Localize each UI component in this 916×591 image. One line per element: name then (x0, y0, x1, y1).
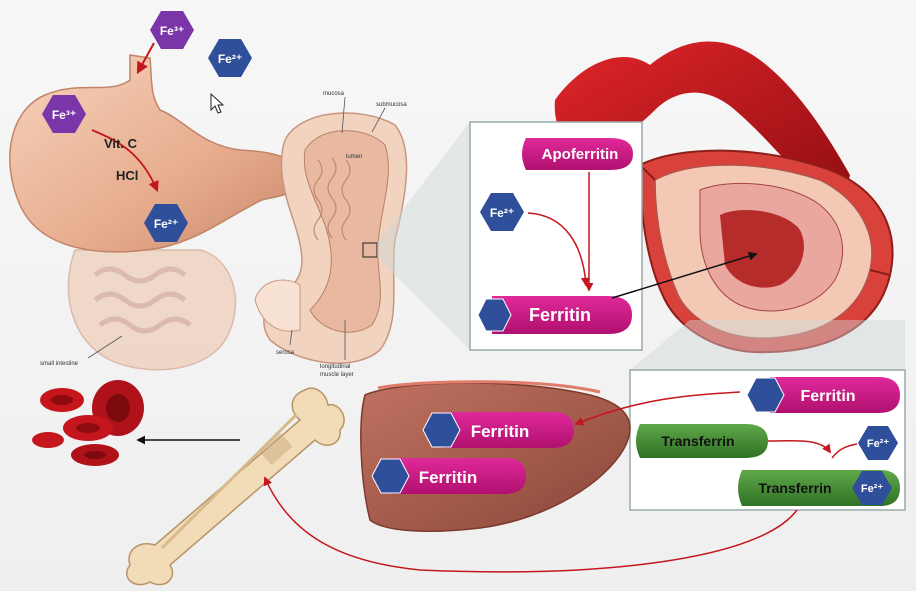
label-submucosa: submucosa (376, 102, 407, 108)
red-blood-cells-icon (32, 380, 144, 466)
label-small-intestine: small intestine (40, 361, 79, 367)
intestine-icon (68, 250, 235, 370)
ferritin-formation-panel: Apoferritin Ferritin (470, 122, 642, 350)
liver-ferritin-label-1: Ferritin (471, 422, 530, 441)
transferrin-label-2: Transferrin (758, 480, 831, 496)
svg-text:Fe³⁺: Fe³⁺ (160, 24, 184, 38)
liver-ferritin-label-2: Ferritin (419, 468, 478, 487)
ferritin-label-transferrin-panel: Ferritin (800, 388, 855, 405)
liver-ferritin-2: Ferritin (372, 458, 526, 494)
label-lumen: lumen (346, 154, 362, 160)
liver-icon (361, 382, 630, 532)
svg-text:Fe²⁺: Fe²⁺ (490, 206, 514, 220)
apoferritin-label: Apoferritin (542, 146, 619, 163)
transferrin-label-1: Transferrin (661, 433, 734, 449)
zoom-projection-vessel (630, 320, 905, 370)
svg-text:Fe²⁺: Fe²⁺ (867, 438, 890, 450)
liver-ferritin-1: Ferritin (423, 412, 574, 448)
label-serosa: serosa (276, 350, 295, 356)
svg-text:Fe²⁺: Fe²⁺ (218, 52, 242, 66)
bone-icon (127, 388, 344, 584)
ferritin-label-panel: Ferritin (529, 305, 591, 325)
label-mucosa: mucosa (323, 91, 345, 97)
svg-text:Fe³⁺: Fe³⁺ (52, 108, 76, 122)
label-muscle-layer: muscle layer (320, 372, 354, 378)
hcl-label: HCl (116, 168, 138, 183)
mouse-cursor-icon (211, 94, 223, 113)
fe2-ion-top: Fe²⁺ (208, 39, 252, 77)
vitc-label: Vit. C (104, 136, 138, 151)
fe3-ion-top: Fe³⁺ (150, 11, 194, 49)
svg-text:Fe²⁺: Fe²⁺ (154, 217, 178, 231)
label-longitudinal: longitudinal (320, 364, 350, 370)
svg-text:Fe²⁺: Fe²⁺ (861, 483, 884, 495)
